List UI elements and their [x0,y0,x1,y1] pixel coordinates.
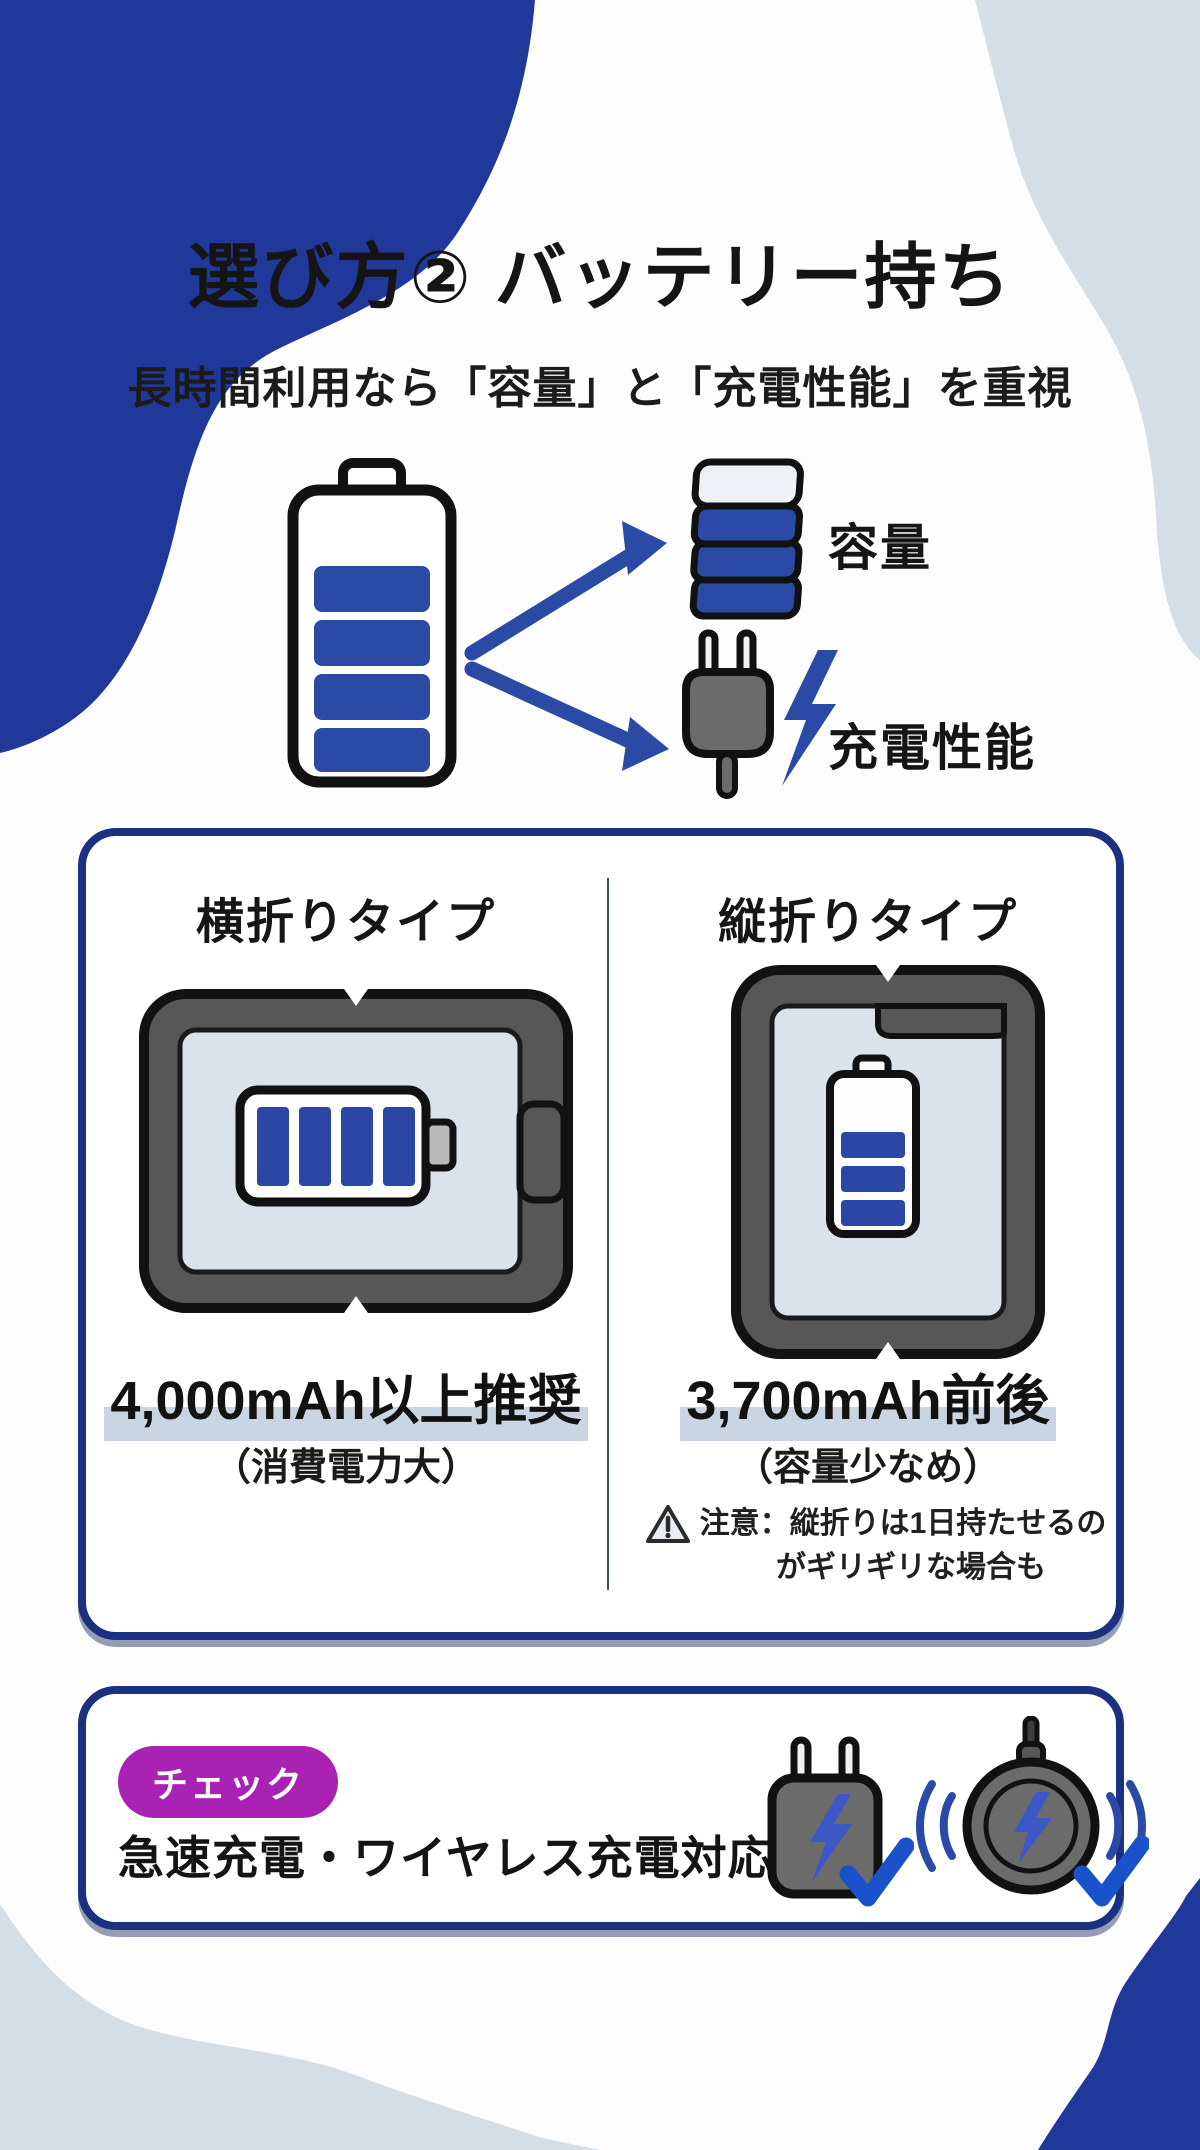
horizontal-fold-header: 横折りタイプ [195,896,496,949]
plug-bolt-icon [682,629,838,799]
battery-icon [287,458,457,788]
wireless-charger-icon [916,1716,1149,1907]
page-subtitle: 長時間利用なら「容量」と「充電性能」を重視 [127,364,1073,413]
charging-performance-label: 充電性能 [828,720,1036,776]
horizontal-fold-capacity-value: 4,000mAh以上推奨 [104,1356,588,1441]
warning-text-line1: 注意：縦折りは1日持たせるの [699,1507,1107,1540]
vertical-fold-header: 縦折りタイプ [717,896,1018,949]
warning-text-line2: がギリギリな場合も [776,1550,1046,1584]
check-badge: チェック [118,1746,339,1818]
check-card: チェック 急速充電・ワイヤレス充電対応 [78,1686,1149,1930]
capacity-label: 容量 [828,520,932,576]
vertical-fold-capacity-value: 3,700mAh前後 [680,1356,1056,1441]
comparison-card: 横折りタイプ 4,000mAh以上推奨 （消費電力大） 縦折りタイプ [78,828,1124,1640]
warning-triangle-icon [645,1504,690,1543]
check-text: 急速充電・ワイヤレス充電対応 [118,1832,775,1884]
branch-arrows-icon [464,521,669,771]
horizontal-fold-note: （消費電力大） [212,1447,479,1489]
horizontal-fold-device-icon [139,989,573,1313]
capacity-stack-icon [689,458,804,620]
vertical-fold-value-line: 3,700mAh前後 [608,1356,1128,1441]
page-title: 選び方② バッテリー持ち [187,238,1013,318]
horizontal-fold-value-line: 4,000mAh以上推奨 [86,1356,606,1441]
vertical-fold-warning: 注意：縦折りは1日持たせるの がギリギリな場合も [626,1502,1126,1589]
vertical-fold-device-icon [731,965,1045,1359]
column-divider [607,878,609,1590]
corner-blob-top-right [975,0,1200,660]
fast-charger-icon [767,1736,914,1907]
vertical-fold-note: （容量少なめ） [734,1447,1001,1489]
